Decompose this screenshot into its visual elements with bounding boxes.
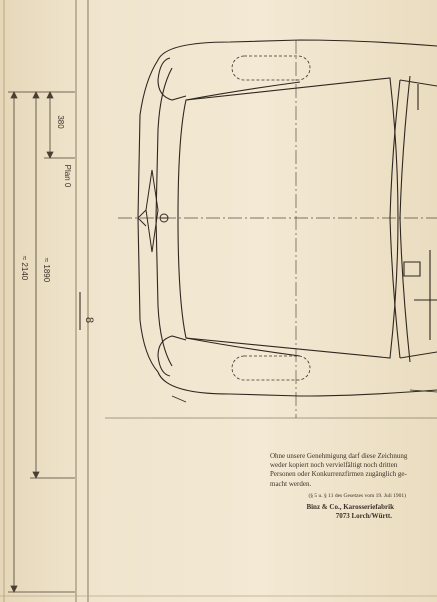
svg-text:≈ 2140: ≈ 2140 [20,256,29,281]
front-emblem [137,169,169,253]
company-name: Binz & Co., Karosseriefabrik [306,503,394,512]
section-mark: 8 [83,317,95,323]
notice-line-1: Ohne unsere Genehmigung darf diese Zeich… [270,452,408,460]
notice-line-2: weder kopiert noch vervielfältigt noch d… [270,461,398,470]
notice-law-reference: (§ 5 u. § 11 des Gesetzes vom 19. Juli 1… [308,492,406,499]
svg-text:380: 380 [56,115,65,129]
detail-marks [171,389,437,403]
dim-label-plan0: Plan 0 [63,165,72,188]
svg-text:8: 8 [83,317,95,323]
car-body-outline [137,39,437,397]
dim-label-2140: ≈ 2140 [20,256,29,281]
dimension-lines [8,91,81,593]
svg-text:≈ 1890: ≈ 1890 [42,258,51,283]
notice-line-3: Personen oder Konkurrenzfirmen zugänglic… [270,470,407,479]
svg-text:Plan 0: Plan 0 [63,165,72,188]
dim-label-1890: ≈ 1890 [42,258,51,283]
company-address: 7073 Lorch/Württ. [335,512,392,521]
dim-label-380: 380 [56,115,65,129]
copyright-notice: Ohne unsere Genehmigung darf diese Zeich… [270,452,432,521]
headlights [231,55,311,381]
notice-line-4: macht werden. [270,479,312,488]
